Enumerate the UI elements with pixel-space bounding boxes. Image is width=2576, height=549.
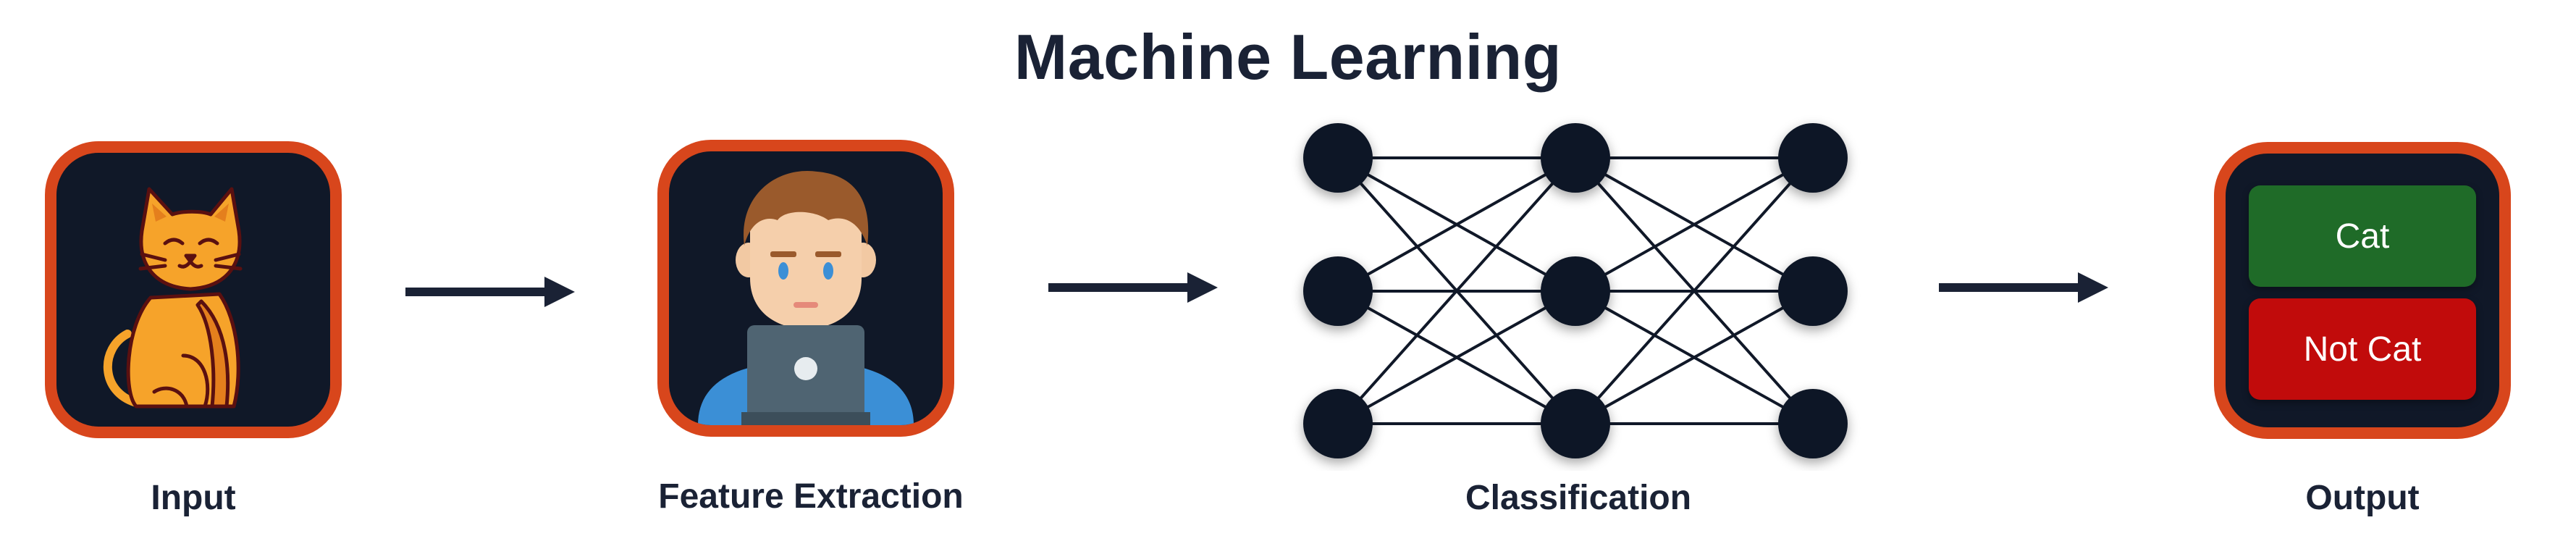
network-node — [1303, 389, 1373, 458]
network-node — [1778, 256, 1848, 326]
output-tile: Cat Not Cat — [2214, 142, 2511, 439]
input-tile — [45, 141, 342, 438]
cat-icon — [103, 187, 243, 408]
arrow-icon — [405, 277, 575, 307]
network-connection — [1575, 290, 1814, 425]
not-cat-button[interactable]: Not Cat — [2249, 298, 2476, 400]
network-node — [1541, 389, 1610, 458]
stage-label-input: Input — [151, 479, 236, 517]
neural-network-icon — [1303, 123, 1848, 458]
network-connection — [1574, 156, 1814, 425]
network-connection — [1337, 290, 1576, 425]
network-connection — [1337, 156, 1577, 425]
network-connection — [1575, 156, 1814, 293]
stage-label-classification: Classification — [1465, 479, 1692, 517]
stage-label-feature-extraction: Feature Extraction — [658, 477, 964, 516]
network-node — [1778, 123, 1848, 193]
output-panel-icon: Cat Not Cat — [2226, 154, 2499, 427]
network-node — [1303, 123, 1373, 193]
network-node — [1541, 256, 1610, 326]
diagram-title: Machine Learning — [1014, 21, 1562, 93]
network-node — [1303, 256, 1373, 326]
person-laptop-icon — [698, 170, 914, 425]
network-node — [1778, 389, 1848, 458]
arrow-icon — [1048, 272, 1218, 303]
network-connection — [1337, 156, 1576, 293]
arrow-icon — [1939, 272, 2108, 303]
cat-button[interactable]: Cat — [2249, 185, 2476, 287]
network-node — [1541, 123, 1610, 193]
feature-extraction-tile — [657, 140, 954, 437]
stage-label-output: Output — [2305, 479, 2420, 517]
